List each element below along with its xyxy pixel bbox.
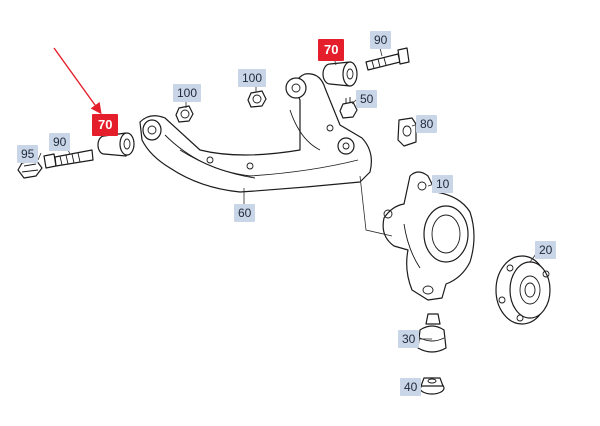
- part-100-nut-mid[interactable]: [175, 105, 194, 123]
- callout-90-left[interactable]: 90: [49, 133, 71, 151]
- callout-50[interactable]: 50: [356, 90, 378, 108]
- pointer-arrow: [53, 47, 102, 115]
- part-20-wheel-hub[interactable]: [495, 255, 551, 325]
- part-100-nut-upper[interactable]: [247, 90, 267, 108]
- part-80-bracket[interactable]: [397, 117, 417, 147]
- part-90-bolt-left[interactable]: [43, 149, 94, 169]
- callout-20[interactable]: 20: [535, 241, 557, 259]
- part-30-ball-joint[interactable]: [417, 313, 447, 353]
- callout-10[interactable]: 10: [432, 175, 454, 193]
- part-50-nut[interactable]: [339, 97, 358, 119]
- callout-70-left[interactable]: 70: [92, 114, 119, 136]
- callout-100-mid[interactable]: 100: [173, 84, 202, 102]
- callout-30[interactable]: 30: [398, 330, 420, 348]
- callout-40[interactable]: 40: [400, 378, 422, 396]
- callout-90-upper[interactable]: 90: [370, 31, 392, 49]
- part-90-bolt-upper[interactable]: [365, 47, 410, 71]
- callout-80[interactable]: 80: [416, 115, 438, 133]
- part-70-bushing-upper[interactable]: [322, 61, 358, 87]
- callout-95[interactable]: 95: [17, 145, 39, 163]
- callout-60[interactable]: 60: [234, 204, 256, 222]
- part-40-nut[interactable]: [419, 377, 445, 395]
- callout-100-upper[interactable]: 100: [238, 69, 267, 87]
- part-60-control-arm[interactable]: [139, 73, 372, 193]
- part-10-steering-knuckle[interactable]: [382, 171, 475, 301]
- part-70-bushing-left[interactable]: [97, 132, 135, 157]
- callout-70-upper[interactable]: 70: [318, 39, 345, 61]
